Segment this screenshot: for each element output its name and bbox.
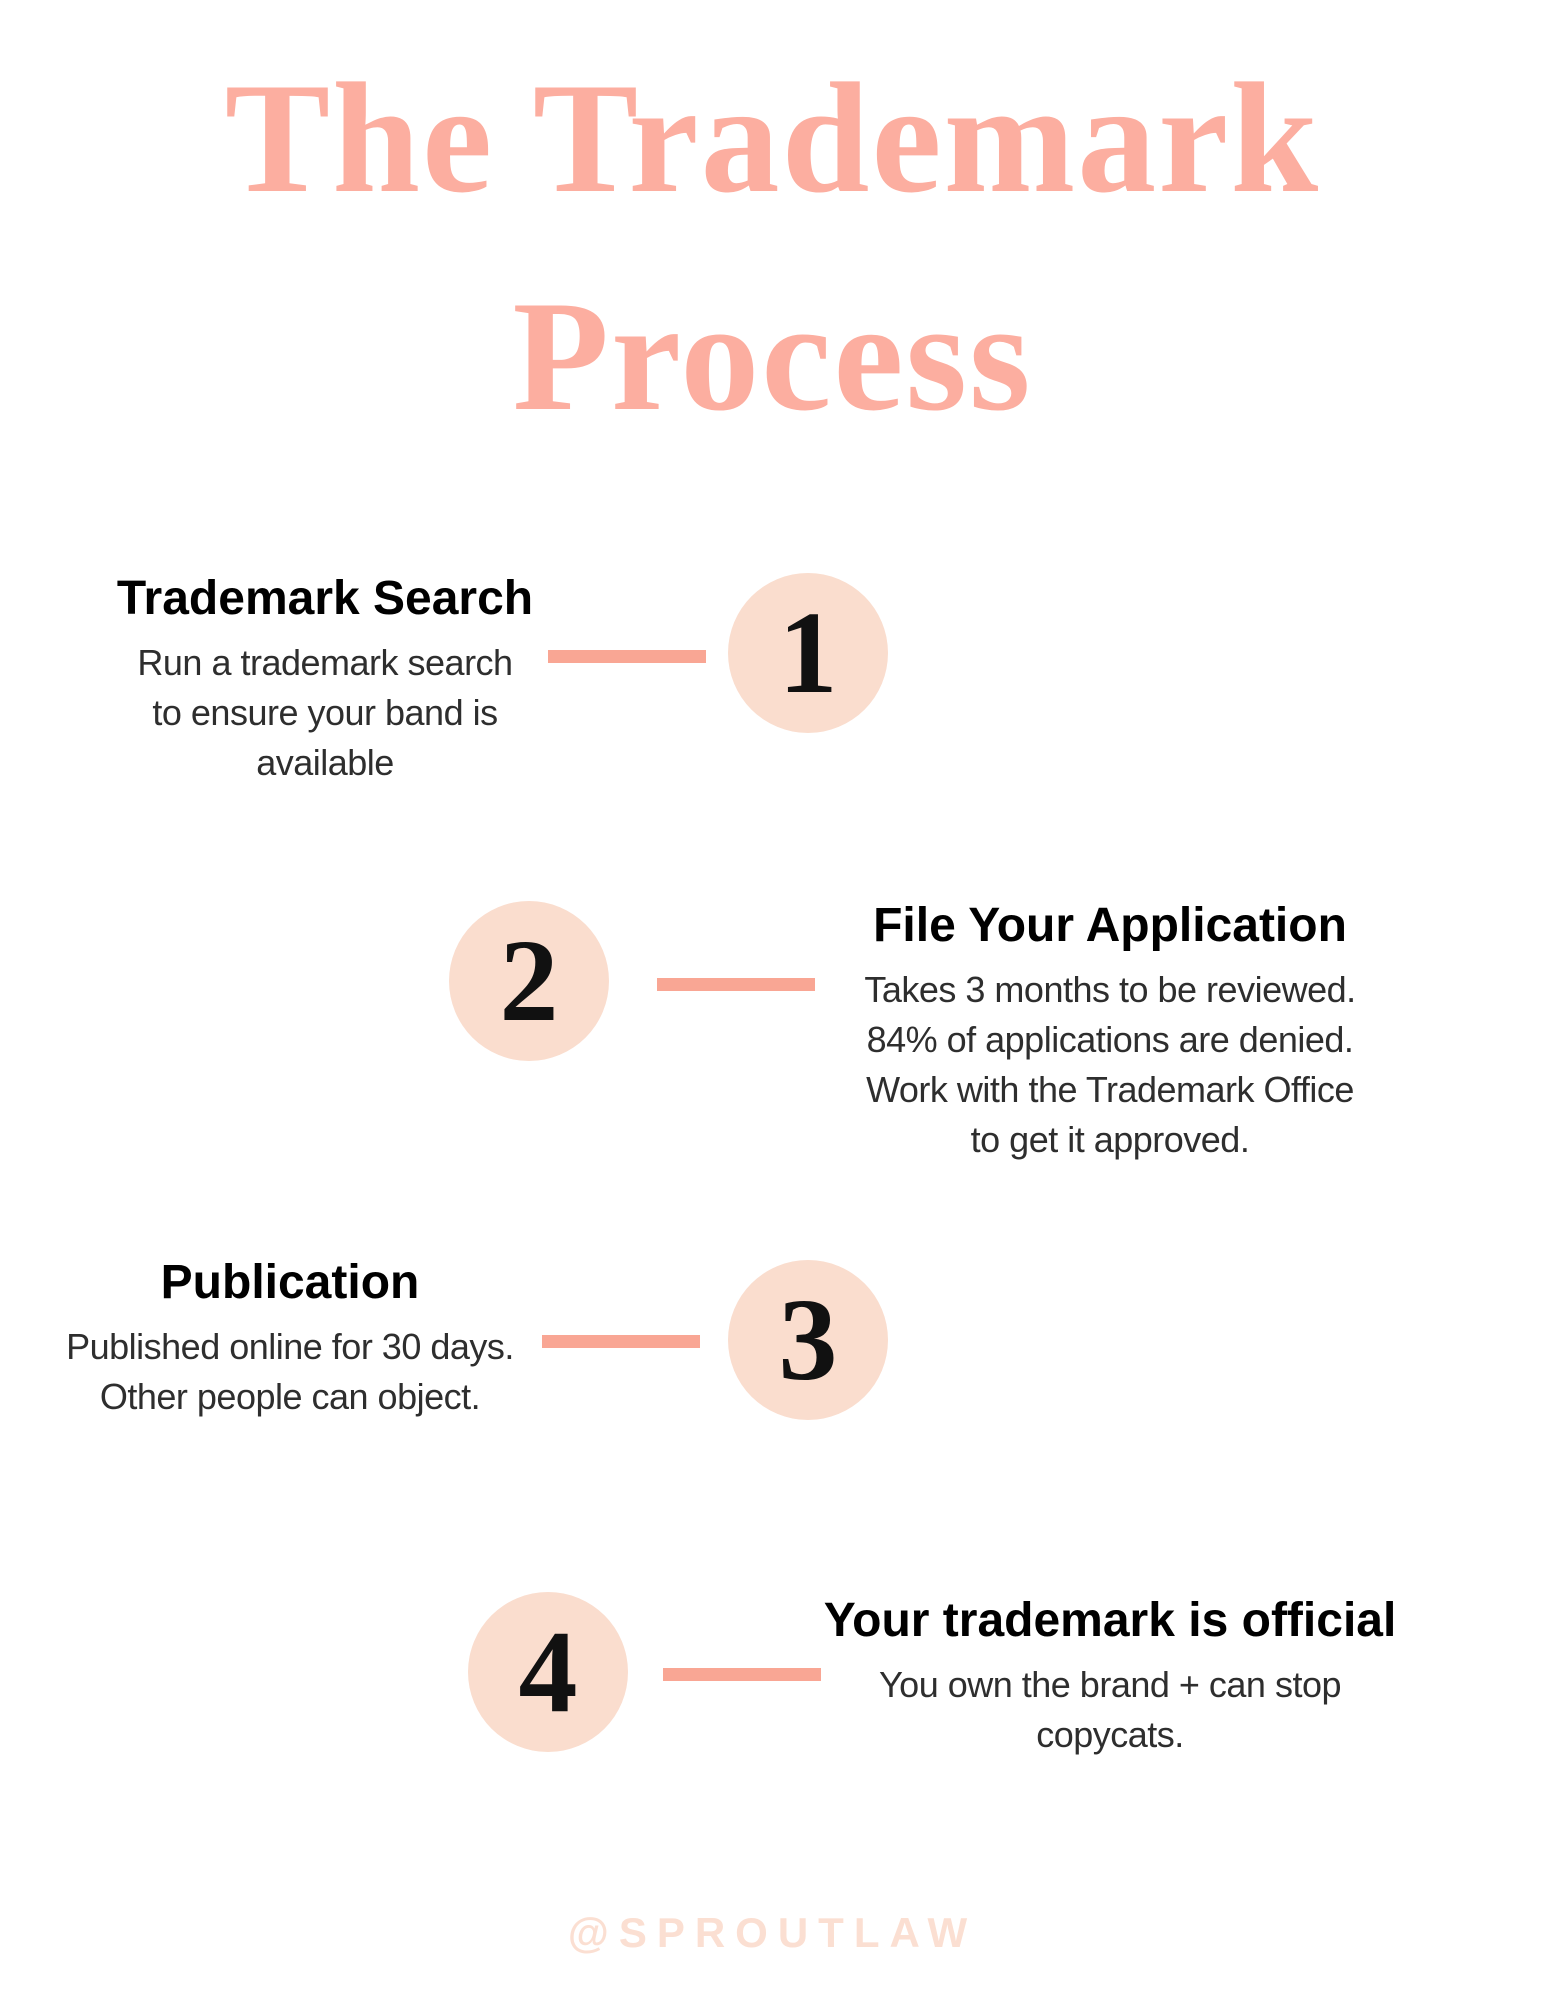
step-3-number: 3 [778,1274,838,1405]
step-1-number: 1 [778,587,838,718]
step-2-heading: File Your Application [873,899,1347,952]
footer-handle: @SPROUTLAW [567,1909,978,1956]
step-4-number: 4 [518,1606,578,1737]
step-2-number-circle: 2 [449,901,609,1061]
step-1-number-circle: 1 [728,573,888,733]
step-4-heading: Your trademark is official [823,1594,1397,1647]
step-1-heading: Trademark Search [116,572,534,625]
step-2-description: Takes 3 months to be reviewed.84% of app… [864,968,1356,1160]
step-4-number-circle: 4 [468,1592,628,1752]
step-4-connector-line [663,1668,821,1681]
step-4-text-block: Your trademark is official You own the b… [770,1592,1450,1760]
step-2-text-block: File Your Application Takes 3 months to … [800,897,1420,1165]
step-3-heading: Publication [160,1256,420,1309]
step-3-description: Published online for 30 days.Other peopl… [66,1325,514,1417]
step-2-connector-line [657,978,815,991]
step-3-connector-line [542,1335,700,1348]
step-3-text-block: Publication Published online for 30 days… [20,1254,560,1422]
step-3-number-circle: 3 [728,1260,888,1420]
step-2-number: 2 [499,915,559,1046]
step-1-connector-line [548,650,706,663]
